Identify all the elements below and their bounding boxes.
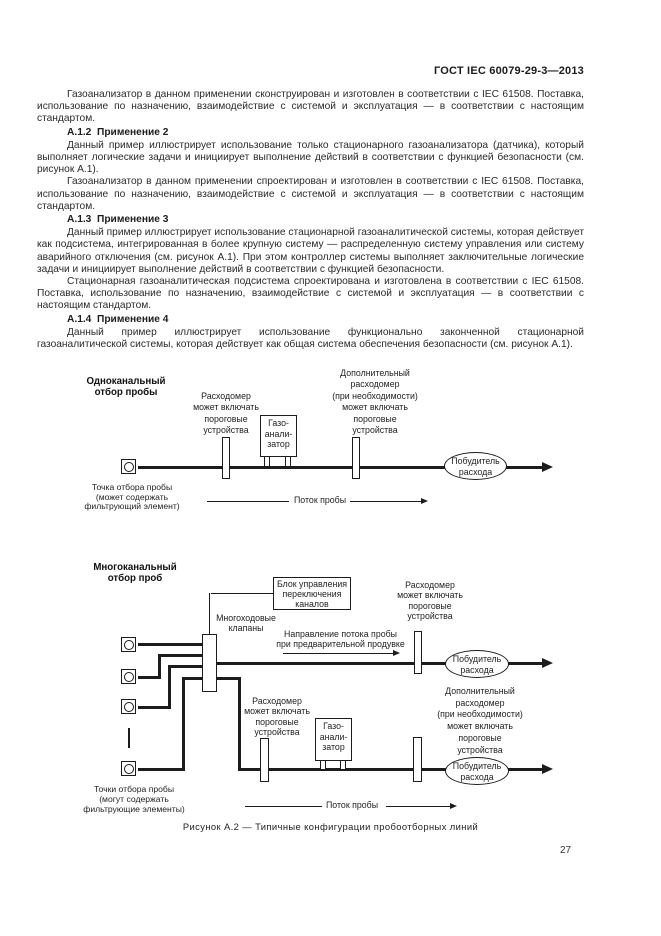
flow-direction-line	[207, 501, 289, 503]
analysis-line	[240, 768, 543, 771]
page-header: ГОСТ IEC 60079-29-3—2013	[433, 65, 584, 77]
control-connector-line	[211, 593, 273, 595]
additional-flowmeter-label: Дополнительный расходомер (при необходим…	[437, 686, 523, 755]
sample-points-label: Точки отбора пробы (могут содержать филь…	[83, 784, 185, 814]
sample-line	[138, 676, 161, 679]
flow-direction-label: Поток пробы	[325, 800, 379, 810]
flow-arrowhead-icon	[542, 658, 553, 668]
flow-inducer-ellipse: Побудитель расхода	[445, 650, 509, 678]
multiport-valves-label: Многоходовые клапаны	[216, 613, 276, 634]
sample-point-circle	[123, 701, 134, 712]
gas-analyzer-box: Газо- анали- затор	[260, 415, 297, 457]
sample-point-icon	[121, 459, 136, 474]
diagram2-title: Многоканальный отбор проб	[93, 562, 177, 584]
paragraph: Данный пример иллюстрирует использование…	[37, 326, 584, 351]
flowmeter-label: Расходомер может включать пороговые устр…	[193, 391, 259, 436]
flowmeter-mid-label: Расходомер может включать пороговые устр…	[244, 696, 310, 738]
purge-flow-arrow-line	[283, 653, 394, 655]
analyzer-leg	[285, 456, 291, 467]
flow-direction-arrowhead-icon	[421, 498, 428, 504]
channel-control-box: Блок управления переключения каналов	[273, 577, 351, 610]
section-heading-a12: А.1.2 Применение 2	[67, 126, 169, 138]
sample-point-circle	[123, 461, 134, 472]
flow-inducer-label: Побудитель расхода	[452, 654, 502, 675]
flow-inducer-ellipse: Побудитель расхода	[445, 757, 509, 785]
sample-line	[168, 665, 171, 709]
paragraph: Данный пример иллюстрирует использование…	[37, 139, 584, 176]
flow-direction-line	[386, 806, 450, 808]
flow-direction-line	[245, 806, 322, 808]
flow-inducer-label: Побудитель расхода	[451, 456, 500, 477]
purge-line	[216, 662, 543, 665]
page-number: 27	[560, 845, 572, 856]
flow-arrowhead-icon	[542, 764, 553, 774]
diagram1-title: Одноканальный отбор пробы	[86, 376, 166, 398]
additional-flowmeter-bar	[413, 737, 422, 782]
paragraph: Стационарная газоаналитическая подсистем…	[37, 276, 584, 312]
flow-direction-line	[350, 501, 421, 503]
flow-direction-arrowhead-icon	[450, 803, 457, 809]
sample-line	[138, 466, 543, 469]
sample-point-icon	[121, 761, 136, 776]
purge-flow-arrowhead-icon	[393, 650, 400, 656]
sample-line	[138, 706, 171, 709]
sample-point-circle	[123, 671, 134, 682]
continuation-dash	[128, 728, 130, 748]
valve-outlet-line	[238, 677, 241, 771]
paragraph: Газоанализатор в данном применении сконс…	[37, 89, 584, 125]
valve-outlet-line	[216, 677, 241, 680]
section-heading-a14: А.1.4 Применение 4	[67, 313, 169, 325]
sample-point-icon	[121, 637, 136, 652]
flowmeter-bar	[260, 738, 269, 782]
sample-point-circle	[123, 639, 134, 650]
paragraph: Данный пример иллюстрирует использование…	[37, 227, 584, 275]
flowmeter-bar	[414, 631, 422, 674]
flow-arrowhead-icon	[542, 462, 553, 472]
gas-analyzer-label: Газо- анали- затор	[264, 418, 293, 450]
sample-point-icon	[121, 699, 136, 714]
analyzer-leg	[264, 456, 270, 467]
sample-line	[158, 654, 161, 679]
sample-line	[158, 654, 203, 657]
sample-line	[138, 643, 203, 646]
gas-analyzer-label: Газо- анали- затор	[319, 721, 348, 753]
sample-line	[168, 665, 203, 668]
channel-control-label: Блок управления переключения каналов	[276, 579, 348, 610]
figure-caption: Рисунок А.2 — Типичные конфигурации проб…	[182, 821, 479, 832]
flow-direction-label: Поток пробы	[293, 495, 347, 505]
sample-point-icon	[121, 669, 136, 684]
body-text: Газоанализатор в данном применении сконс…	[37, 89, 584, 351]
paragraph: Газоанализатор в данном применении спрое…	[37, 176, 584, 212]
purge-flow-label: Направление потока пробы при предварител…	[276, 629, 405, 650]
sample-point-label: Точка отбора пробы (может содержать филь…	[84, 482, 180, 512]
multiport-valve-block	[202, 634, 217, 692]
additional-flowmeter-label: Дополнительный расходомер (при необходим…	[332, 368, 418, 436]
flow-inducer-label: Побудитель расхода	[452, 761, 502, 782]
gas-analyzer-box: Газо- анали- затор	[315, 718, 352, 761]
flowmeter-bar	[222, 437, 230, 479]
flow-inducer-ellipse: Побудитель расхода	[444, 452, 507, 480]
flowmeter-top-label: Расходомер может включать пороговые устр…	[397, 580, 463, 622]
sample-line	[182, 677, 185, 771]
section-heading-a13: А.1.3 Применение 3	[67, 214, 169, 226]
sample-line	[138, 768, 185, 771]
control-connector-line	[209, 593, 211, 635]
additional-flowmeter-bar	[352, 437, 360, 479]
sample-line	[182, 677, 203, 680]
sample-point-circle	[123, 763, 134, 774]
